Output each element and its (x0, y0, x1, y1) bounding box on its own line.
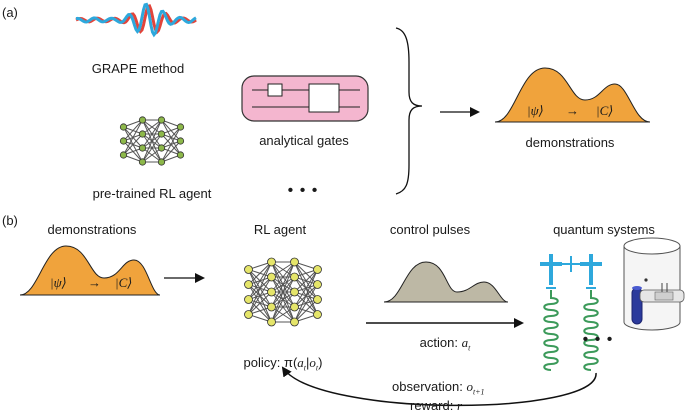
grape-waveform-icon (75, 2, 197, 38)
network-edge (142, 133, 162, 163)
analytical-gates-label: analytical gates (259, 133, 349, 148)
network-node (313, 280, 322, 289)
network-edge (161, 126, 181, 149)
network-edge (142, 119, 162, 135)
network-edge (294, 269, 318, 293)
observation-label: observation: ot+1 (392, 379, 485, 397)
network-node (267, 317, 276, 327)
network-edge (161, 140, 181, 163)
network-node (157, 130, 166, 138)
network-node (267, 257, 276, 267)
network-node (138, 144, 147, 152)
network-node (290, 317, 299, 327)
network-node (290, 257, 299, 267)
network-node (244, 280, 253, 289)
network-edge (142, 119, 162, 163)
network-node (138, 158, 147, 166)
network-node (313, 295, 322, 304)
network-edge (294, 284, 318, 323)
network-node (157, 158, 166, 166)
analytical-gates-circuit-icon (241, 75, 369, 122)
more-methods-dots: • • • (287, 182, 319, 199)
network-edge (248, 276, 272, 315)
network-node (176, 137, 185, 145)
state-arrow-a: → (566, 103, 579, 118)
network-node (313, 310, 322, 319)
network-node (176, 151, 185, 159)
network-node (244, 295, 253, 304)
demonstrations-label-a: demonstrations (525, 135, 615, 150)
network-edge (271, 261, 295, 293)
pretrained-rl-agent-label: pre-trained RL agent (92, 186, 212, 201)
demonstrations-curve-a (494, 67, 651, 123)
network-node (138, 130, 147, 138)
network-edge (271, 261, 295, 323)
network-edge (294, 299, 318, 323)
pretrained-network-icon (119, 116, 185, 166)
control-pulses-label: control pulses (389, 222, 471, 237)
network-edge (142, 119, 162, 149)
state-arrow-b: → (88, 275, 101, 290)
network-node (119, 137, 128, 145)
network-node (157, 116, 166, 124)
network-edge (123, 119, 143, 156)
network-edge (271, 306, 295, 323)
network-edge (294, 269, 318, 308)
network-edge (271, 261, 295, 308)
action-label: action: at (419, 335, 471, 353)
network-node (267, 302, 276, 312)
quantum-systems-label: quantum systems (553, 222, 655, 237)
network-node (138, 116, 147, 124)
network-edge (248, 261, 272, 315)
reward-label: reward: r (410, 398, 463, 413)
network-edge (248, 291, 272, 315)
network-node (176, 123, 185, 131)
network-edge (142, 147, 162, 163)
rl-agent-network-icon (244, 257, 322, 327)
resonator-coil-right-icon (583, 290, 599, 371)
network-node (157, 144, 166, 152)
cavity-icon (623, 237, 685, 331)
network-edge (294, 269, 318, 323)
network-node (313, 265, 322, 274)
psi-state-a: |ψ⟩ (527, 103, 544, 118)
network-node (244, 310, 253, 319)
network-edge (248, 261, 272, 285)
network-node (267, 272, 276, 282)
demonstrations-curve-b (19, 245, 161, 296)
policy-label: policy: π(at|ot) (243, 355, 323, 373)
panel-a-label: (a) (2, 5, 18, 20)
network-edge (271, 261, 295, 278)
network-node (119, 123, 128, 131)
psi-state-b: |ψ⟩ (50, 275, 67, 290)
network-node (290, 302, 299, 312)
more-systems-dots: • • • (582, 331, 614, 348)
panel-b-label: (b) (2, 213, 18, 228)
feedback-arrow (281, 366, 597, 407)
grape-method-label: GRAPE method (91, 61, 185, 76)
network-node (290, 287, 299, 297)
control-pulse-curve (383, 261, 509, 303)
network-edge (123, 119, 143, 142)
network-node (267, 287, 276, 297)
network-edge (161, 126, 181, 163)
network-edge (271, 291, 295, 323)
transmon-qubits-icon (540, 254, 602, 285)
target-state-a: |C⟩ (596, 103, 614, 118)
network-edge (248, 261, 272, 300)
network-edge (271, 276, 295, 323)
demonstrations-label-b: demonstrations (47, 222, 137, 237)
rl-agent-label: RL agent (253, 222, 307, 237)
network-edge (123, 133, 143, 156)
network-node (290, 272, 299, 282)
resonator-coil-left-icon (543, 290, 559, 371)
target-state-b: |C⟩ (115, 275, 133, 290)
network-node (119, 151, 128, 159)
network-node (244, 265, 253, 274)
grouping-bracket (395, 27, 423, 195)
